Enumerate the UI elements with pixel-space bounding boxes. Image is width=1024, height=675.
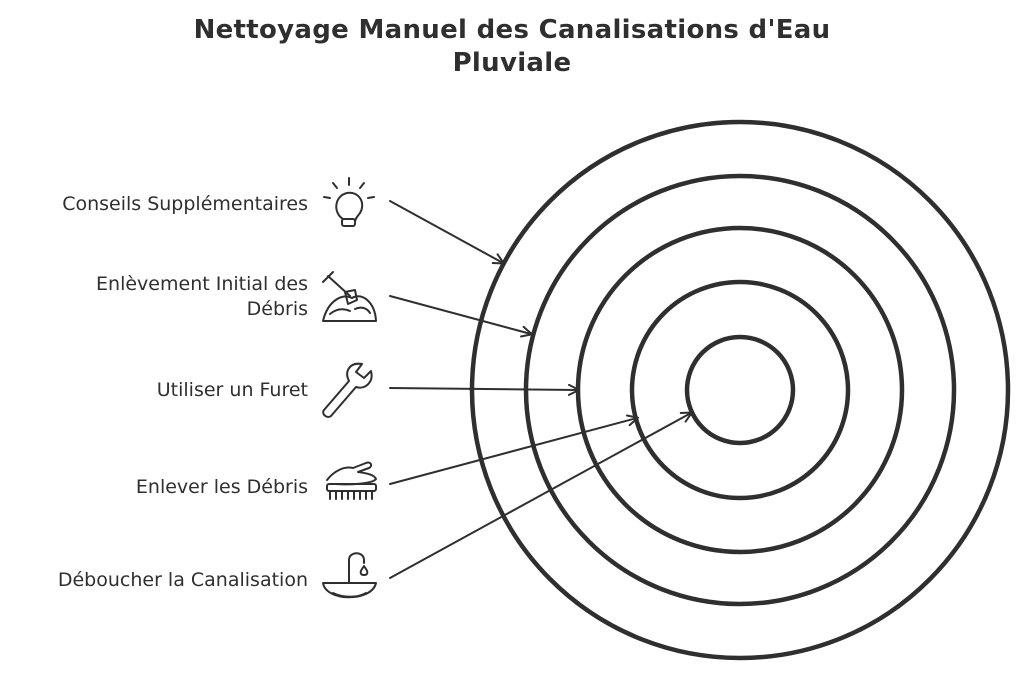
shovel-pile-icon [322,271,377,322]
title-line-2: Pluviale [452,48,572,78]
arrow-enlevement-initial [389,295,533,338]
arrow-enlever-debris [389,414,639,485]
label-enlever-debris: Enlever les Débris [135,476,308,498]
wrench-icon [322,362,373,418]
title-line-1: Nettoyage Manuel des Canalisations d'Eau [193,15,831,45]
ring-2 [523,173,957,607]
diagram-title: Nettoyage Manuel des Canalisations d'Eau… [0,14,1024,80]
arrow-conseils [389,200,505,265]
label-conseils-supplementaires: Conseils Supplémentaires [62,193,308,215]
hand-brush-icon [326,461,377,500]
arrow-deboucher [389,411,693,579]
label-enlevement-initial: Enlèvement Initial des Débris [96,273,308,320]
faucet-basin-icon [322,552,377,599]
label-utiliser-furet: Utiliser un Furet [156,379,308,401]
ring-4 [629,279,851,501]
ring-outer [469,119,1011,661]
arrow-furet [389,383,580,396]
ring-3 [575,225,905,555]
label-deboucher-canalisation: Déboucher la Canalisation [57,569,308,591]
ring-center [684,334,796,446]
lightbulb-icon [323,177,375,227]
